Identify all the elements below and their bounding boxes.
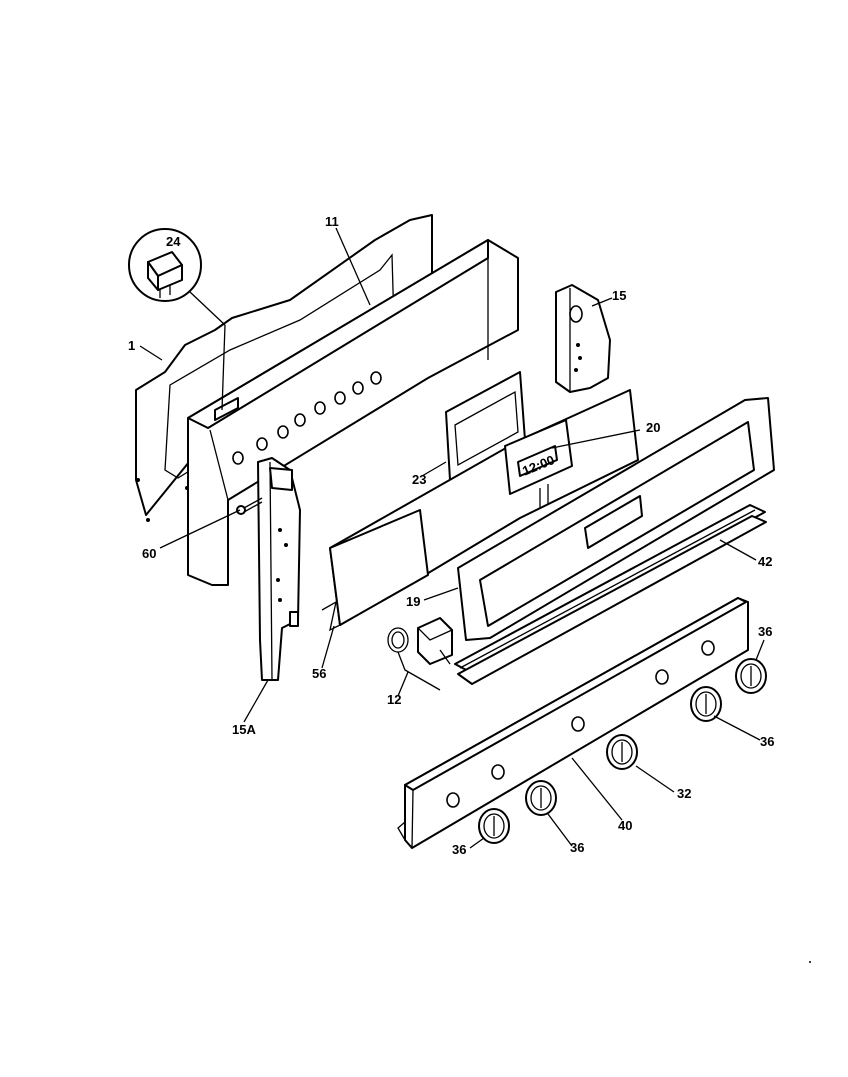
part-15a-left-side-bracket xyxy=(257,457,301,681)
knobs xyxy=(478,658,767,844)
leader-lines xyxy=(139,227,765,849)
label-part-15: 15 xyxy=(612,288,626,303)
label-part-40: 40 xyxy=(618,818,632,833)
part-11-control-panel-frame xyxy=(187,239,519,586)
switch-cutout xyxy=(214,397,239,421)
knob-32-center xyxy=(606,734,638,770)
label-part-36-rear-right: 36 xyxy=(758,624,772,639)
frame-holes xyxy=(232,371,382,465)
knob-36-front-left xyxy=(478,808,510,844)
part-60-screw xyxy=(236,497,263,515)
label-part-11: 11 xyxy=(325,214,339,229)
label-part-23: 23 xyxy=(412,472,426,487)
label-part-12: 12 xyxy=(387,692,401,707)
label-part-20: 20 xyxy=(646,420,660,435)
part-42-trim-strip xyxy=(454,504,767,685)
knob-36-front-middle xyxy=(525,780,557,816)
knob-36-rear-middle xyxy=(690,686,722,722)
part-15-right-side-bracket xyxy=(555,284,611,393)
label-part-19: 19 xyxy=(406,594,420,609)
label-part-60: 60 xyxy=(142,546,156,561)
part-24-rocker-switch xyxy=(128,228,226,411)
label-part-32: 32 xyxy=(677,786,691,801)
part-19-console-trim xyxy=(457,397,775,641)
part-labels: 1 11 12 15 15A 19 20 23 24 32 36 36 36 3… xyxy=(128,214,774,857)
label-part-56: 56 xyxy=(312,666,326,681)
part-20-clock-timer: 12:00 xyxy=(504,419,573,508)
display-window xyxy=(584,495,643,549)
label-part-24: 24 xyxy=(166,234,181,249)
label-part-42: 42 xyxy=(758,554,772,569)
label-part-36-front-left: 36 xyxy=(452,842,466,857)
label-part-1: 1 xyxy=(128,338,135,353)
label-part-15a: 15A xyxy=(232,722,256,737)
panel-holes xyxy=(446,640,715,808)
label-part-36-rear-middle: 36 xyxy=(760,734,774,749)
stray-dot xyxy=(809,961,811,963)
part-12-thermostat xyxy=(387,617,454,691)
label-part-36-front-middle: 36 xyxy=(570,840,584,855)
knob-36-rear-right xyxy=(735,658,767,694)
part-40-front-control-panel xyxy=(397,597,749,849)
